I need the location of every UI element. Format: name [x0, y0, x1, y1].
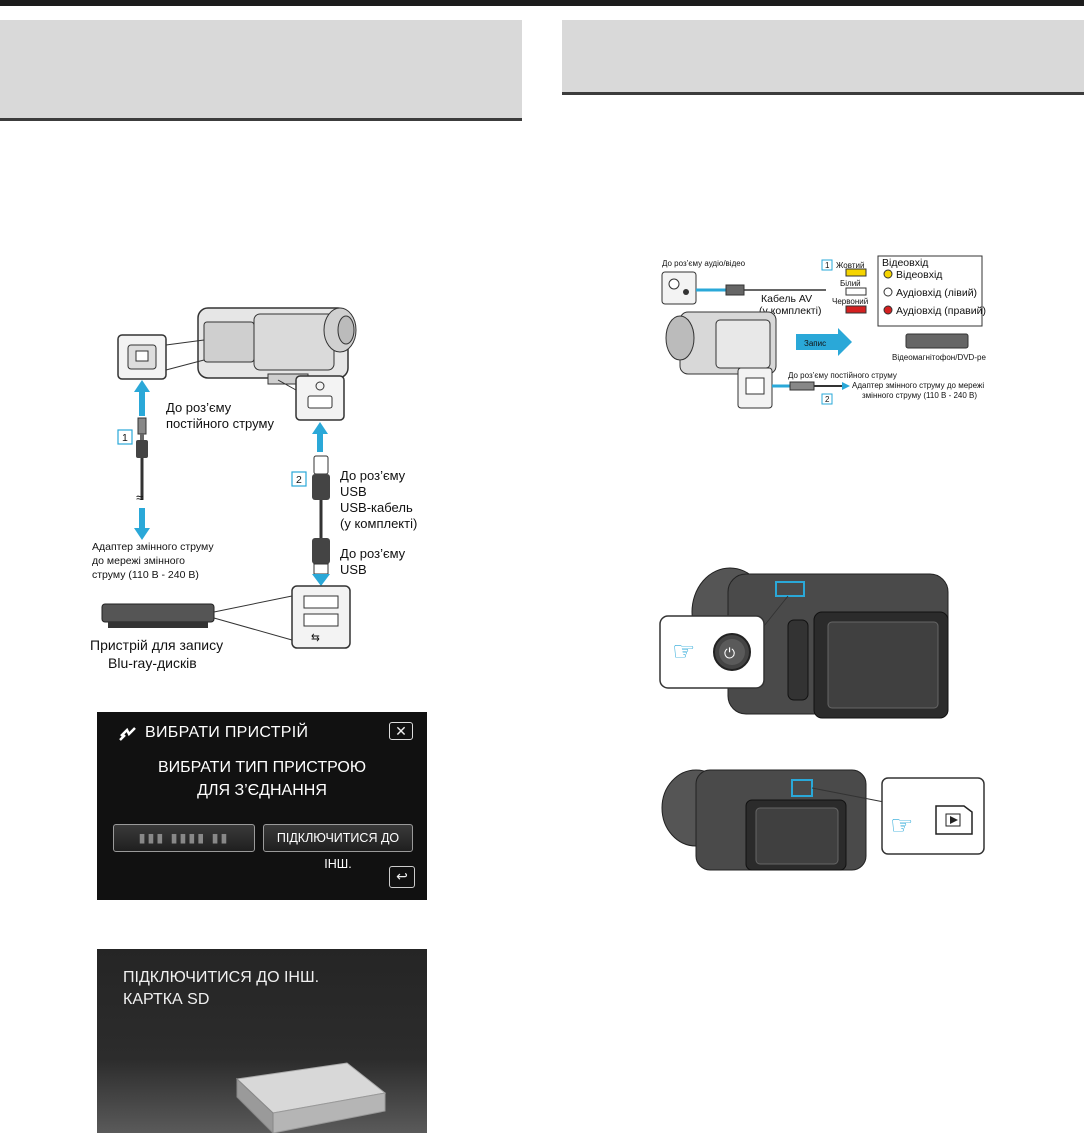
power-icon: ⏻ [724, 646, 735, 662]
av-cable-line1: Кабель AV [761, 293, 812, 305]
white-label: Білий [840, 279, 861, 288]
adapter-line1: Адаптер змінного струму до мережі [852, 381, 984, 390]
back-button[interactable]: ↩ [389, 866, 415, 888]
recorder-label-line2: Blu-ray-дисків [108, 655, 197, 671]
connect-icon [119, 727, 136, 741]
av-cable-line2: (у комплекті) [759, 305, 821, 317]
message-line2: ДЛЯ З’ЄДНАННЯ [197, 782, 327, 799]
av-callout-1: 1 [825, 261, 830, 270]
close-button[interactable]: ✕ [389, 722, 413, 740]
connect-other-line1: ПІДКЛЮЧИТИСЯ ДО ІНШ. [123, 969, 320, 986]
pointing-hand-icon-2: ☞ [890, 811, 913, 841]
play-icon [950, 816, 958, 824]
recorder-usb-ports: ⇆ [291, 585, 351, 649]
dc-cable: ≈ [134, 380, 150, 540]
audio-left-label: Аудіовхід (лівий) [896, 287, 977, 299]
left-heading-rule [0, 118, 522, 121]
dc-port-label-line2: постійного струму [166, 416, 275, 431]
dc-port-label: До роз’єму постійного струму [788, 371, 897, 380]
right-section-heading [562, 20, 1084, 92]
connect-other-button[interactable]: ПІДКЛЮЧИТИСЯ ДО ІНШ. [263, 824, 413, 871]
right-heading-rule [562, 92, 1084, 95]
blu-ray-recorder-illustration [101, 595, 293, 641]
camcorder-illustration [197, 307, 357, 385]
record-arrow-label: Запис [804, 339, 826, 348]
first-device-option-button[interactable]: ▮▮▮ ▮▮▮▮ ▮▮ [113, 824, 255, 852]
red-label: Червоний [832, 297, 868, 306]
top-bar [0, 0, 1084, 6]
usb-port-bottom-line1: До роз’єму [340, 546, 406, 561]
video-in-header: Відеовхід [882, 257, 928, 269]
usb-cable-line2: (у комплекті) [340, 516, 417, 531]
adapter-label-line3: струму (110 В - 240 В) [92, 569, 199, 581]
yellow-label: Жовтий [836, 261, 864, 270]
screen-message: ВИБРАТИ ТИП ПРИСТРОЮ ДЛЯ З’ЄДНАННЯ [97, 756, 427, 802]
av-connection-diagram: До роз’єму аудіо/відео 1 Жовтий Білий Че… [656, 254, 986, 420]
sd-card-line: КАРТКА SD [123, 991, 210, 1008]
recorder-label-line1: Пристрій для запису [90, 637, 223, 653]
playback-button-illustration: ☞ [656, 762, 992, 880]
dc-port-inset [117, 334, 205, 380]
screen-title: ВИБРАТИ ПРИСТРІЙ [145, 724, 309, 741]
usb-connection-diagram: ≈ 1 До роз’єму постійного струму Адаптер… [78, 300, 438, 680]
audio-right-label: Аудіовхід (правий) [896, 305, 986, 317]
adapter-label-line1: Адаптер змінного струму [92, 541, 214, 553]
usb-port-bottom-line2: USB [340, 562, 367, 577]
adapter-line2: змінного струму (110 В - 240 В) [862, 391, 977, 400]
usb-cable-line1: USB-кабель [340, 500, 413, 515]
pointing-hand-icon: ☞ [672, 637, 695, 667]
usb-port-top-line1: До роз’єму [340, 468, 406, 483]
recorder-image [235, 1062, 387, 1133]
recorder-label: Відеомагнітофон/DVD-рекордер [892, 353, 986, 362]
av-callout-2: 2 [825, 395, 830, 404]
dc-port-label-line1: До роз’єму [166, 400, 232, 415]
usb-port-inset [277, 375, 345, 421]
left-section-heading [0, 20, 522, 118]
callout-2: 2 [296, 474, 302, 486]
av-port-label: До роз’єму аудіо/відео [662, 259, 746, 268]
adapter-label-line2: до мережі змінного [92, 555, 185, 567]
svg-text:≈: ≈ [136, 490, 143, 505]
select-device-screen: ВИБРАТИ ПРИСТРІЙ ✕ ВИБРАТИ ТИП ПРИСТРОЮ … [97, 712, 427, 900]
power-button-illustration: ☞ ⏻ [658, 560, 996, 740]
connect-other-screen: ПІДКЛЮЧИТИСЯ ДО ІНШ. КАРТКА SD [97, 949, 427, 1133]
usb-cable [312, 422, 330, 586]
svg-text:⇆: ⇆ [311, 632, 320, 644]
video-in-label: Відеовхід [896, 269, 942, 281]
usb-port-top-line2: USB [340, 484, 367, 499]
message-line1: ВИБРАТИ ТИП ПРИСТРОЮ [157, 759, 367, 776]
callout-1: 1 [122, 432, 128, 444]
